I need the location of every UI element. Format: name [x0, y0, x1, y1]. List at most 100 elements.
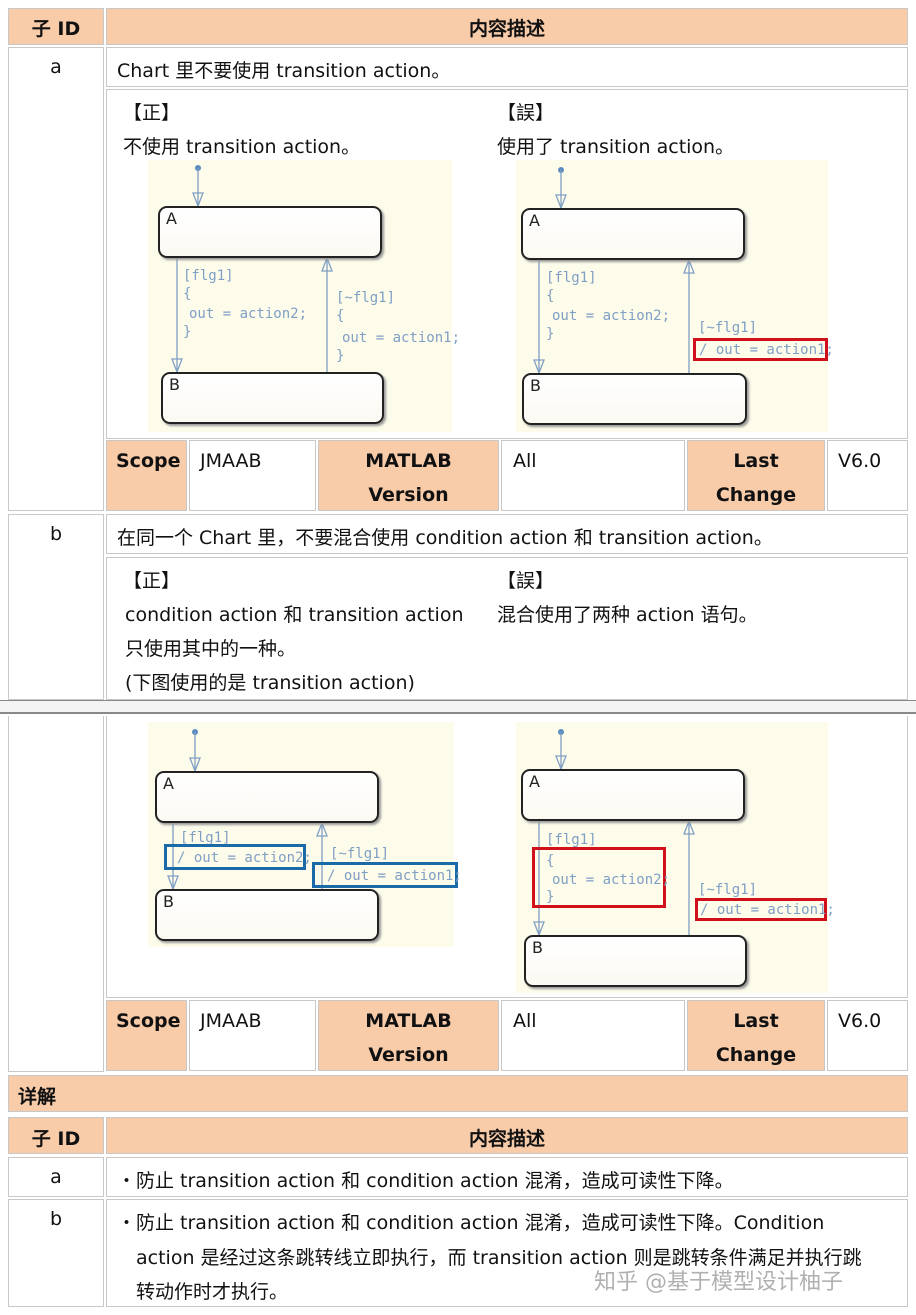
diagram-wrong-a: A B [flg1] { out = action2; } [~flg1] / … [516, 160, 834, 432]
guard-label: [~flg1] [698, 882, 758, 898]
rule-title: Chart 里不要使用 transition action。 [117, 60, 451, 82]
guard-label: [~flg1] [330, 846, 390, 862]
last-change-value: V6.0 [827, 1000, 908, 1071]
scope-value: JMAAB [189, 1000, 316, 1071]
state-a: A [521, 208, 745, 260]
correct-label: 【正】 [123, 102, 181, 124]
header-desc: 内容描述 [106, 8, 908, 45]
diagram-wrong-b: A B [flg1] { out = action2; } [~flg1] / … [516, 722, 835, 993]
highlight-red: { out = action2; } [532, 847, 670, 908]
page-break [0, 700, 916, 714]
transition-lines [171, 165, 333, 374]
scope-label: Scope [106, 1000, 187, 1071]
guard-label: [~flg1] [336, 290, 396, 306]
wrong-label: 【誤】 [497, 570, 555, 592]
last-value-text: V6.0 [838, 450, 882, 472]
rule-b-examples: 【正】 condition action 和 transition action… [106, 557, 908, 700]
scope-label-text: Scope [116, 1010, 181, 1032]
last-label-line2: Change [715, 1044, 797, 1066]
matlab-label: MATLAB Version [318, 1000, 499, 1071]
condition-action: out = action2; [552, 872, 671, 888]
brace: } [336, 348, 345, 364]
correct-text: (下图使用的是 transition action) [125, 672, 415, 694]
matlab-label-line2: Version [368, 1044, 449, 1066]
transition-action: / out = action1; [327, 868, 462, 884]
row-id: b [49, 1208, 63, 1230]
state-b-label: B [163, 892, 174, 911]
brace: } [183, 324, 192, 340]
details-row-b: ・防止 transition action 和 condition action… [106, 1199, 908, 1307]
header-desc-text: 内容描述 [468, 1128, 545, 1150]
header-desc-text: 内容描述 [468, 18, 545, 40]
transition-action: / out = action1; [699, 342, 834, 358]
detail-text: action 是经过这条跳转线立即执行，而 transition action … [136, 1247, 862, 1269]
transition-action: / out = action2; [177, 850, 312, 866]
brace: } [546, 326, 555, 342]
row-a-id: a [8, 47, 104, 511]
state-b: B [524, 935, 747, 987]
last-change-value: V6.0 [827, 440, 908, 511]
condition-action: out = action2; [189, 306, 308, 322]
brace: { [336, 308, 345, 324]
rule-b-title: 在同一个 Chart 里，不要混合使用 condition action 和 t… [106, 514, 908, 554]
wrong-text: 混合使用了两种 action 语句。 [497, 604, 758, 626]
last-label-line1: Last [733, 450, 779, 472]
details-header-id: 子 ID [8, 1117, 104, 1154]
details-header-desc: 内容描述 [106, 1117, 908, 1154]
last-label-line1: Last [733, 1010, 779, 1032]
state-a-label: A [529, 211, 540, 230]
detail-text: ・防止 transition action 和 condition action… [117, 1170, 734, 1192]
transition-lines [167, 729, 328, 891]
highlight-red: / out = action1; [693, 338, 834, 361]
highlight-blue: / out = action2; [164, 844, 312, 870]
header-id-text: 子 ID [31, 18, 81, 40]
matlab-label-line1: MATLAB [365, 1010, 452, 1032]
zhihu-watermark: 知乎 @基于模型设计柚子 [594, 1270, 843, 1295]
last-value-text: V6.0 [838, 1010, 882, 1032]
scope-label-text: Scope [116, 450, 181, 472]
guard-label: [flg1] [546, 270, 597, 286]
matlab-value: All [501, 440, 685, 511]
state-b-label: B [169, 375, 180, 394]
rule-a-title: Chart 里不要使用 transition action。 [106, 47, 908, 87]
row-b-id: b [8, 514, 104, 700]
transition-action: / out = action1; [700, 902, 835, 918]
detail-text: 转动作时才执行。 [136, 1281, 289, 1303]
transition-lines [533, 729, 695, 937]
scope-label: Scope [106, 440, 187, 511]
diagram-correct-b: A B [flg1] / out = action2; [~flg1] [148, 722, 454, 947]
correct-text: 只使用其中的一种。 [125, 638, 297, 660]
row-id: a [50, 56, 62, 78]
guard-label: [flg1] [180, 830, 231, 846]
correct-text: 不使用 transition action。 [123, 136, 361, 158]
state-a-label: A [163, 774, 174, 793]
detail-text: ・防止 transition action 和 condition action… [117, 1212, 825, 1234]
details-title: 详解 [8, 1075, 908, 1112]
state-b: B [522, 373, 747, 425]
header-id: 子 ID [8, 8, 104, 45]
state-a: A [521, 769, 745, 821]
condition-action: out = action2; [552, 308, 671, 324]
state-b-label: B [532, 938, 543, 957]
condition-action: out = action1; [342, 330, 461, 346]
scope-value-text: JMAAB [200, 1010, 262, 1032]
scope-value-text: JMAAB [200, 450, 262, 472]
diagram-correct-a: A B [flg1] { out = action2; } [~flg1] { … [148, 160, 460, 432]
details-row-b-id: b [8, 1199, 104, 1307]
guard-label: [flg1] [546, 832, 597, 848]
row-id: a [50, 1166, 62, 1188]
wrong-label: 【誤】 [497, 102, 555, 124]
state-a-label: A [166, 209, 177, 228]
state-b: B [155, 889, 379, 941]
details-row-a-id: a [8, 1157, 104, 1197]
state-a: A [155, 771, 379, 823]
rule-title: 在同一个 Chart 里，不要混合使用 condition action 和 t… [117, 527, 773, 549]
correct-text: condition action 和 transition action [125, 604, 464, 626]
matlab-label-line2: Version [368, 484, 449, 506]
row-id: b [49, 523, 63, 545]
transition-lines [533, 167, 695, 375]
brace: { [546, 288, 555, 304]
